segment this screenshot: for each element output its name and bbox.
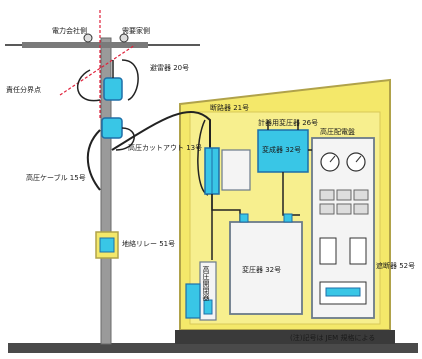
ground-relay-inner xyxy=(99,237,115,253)
responsibility-boundary-diagonal xyxy=(59,44,136,96)
utility-pole xyxy=(100,37,112,345)
cutout-wire xyxy=(115,127,135,151)
label-disconnector: 断路器 21号 xyxy=(210,103,249,112)
voltmeter-needle xyxy=(329,155,336,163)
transformer-bushing-2 xyxy=(283,213,293,223)
transformer-bushing-1 xyxy=(239,213,249,223)
label-service-drop: 電力会社側 xyxy=(52,26,87,35)
pole-cross-arm xyxy=(22,42,148,48)
meter-slot xyxy=(336,189,352,201)
main-transformer-icon xyxy=(229,221,303,315)
label-meter-board: 高圧配電盤 xyxy=(320,127,355,136)
label-cutout-switch: 高圧カットアウト 13号 xyxy=(128,143,202,152)
cable-down-pole xyxy=(86,129,101,191)
small-relay-inner xyxy=(203,299,213,315)
meter-slot xyxy=(353,203,369,215)
label-breaker: 遮断器 52号 xyxy=(376,261,415,270)
cutout-switch-icon xyxy=(101,117,123,139)
label-ground-relay: 地絡リレー 51号 xyxy=(122,239,175,248)
label-branch-point: 責任分界点 xyxy=(6,85,41,94)
label-cable: 高圧ケーブル 15号 xyxy=(26,173,86,182)
pole-meter-icon xyxy=(185,283,201,319)
breaker-switch-icon xyxy=(349,237,367,265)
meter-slot xyxy=(353,189,369,201)
feeder-wire-3 xyxy=(282,172,300,216)
vt-box-icon xyxy=(257,129,309,173)
entrance-cable xyxy=(111,110,211,151)
panel-display-inner xyxy=(325,287,361,297)
label-transformer-box: 変成器 32号 xyxy=(262,145,301,154)
cable-to-pole xyxy=(76,69,101,102)
breaker-switch-icon xyxy=(319,237,337,265)
insulator-icon xyxy=(119,33,129,43)
label-lightning-arrester: 避雷器 20号 xyxy=(150,63,189,72)
ground-strip-base xyxy=(175,330,395,344)
arrester-wire-loop xyxy=(121,59,139,101)
ground-strip xyxy=(8,343,418,353)
label-switch-vertical: 高圧開閉器 xyxy=(202,265,210,302)
meter-slot xyxy=(336,203,352,215)
meter-slot xyxy=(319,203,335,215)
insulator-icon xyxy=(83,33,93,43)
switchgear-box xyxy=(221,149,251,191)
label-bottom-caption: (注)記号は JEM 規格による xyxy=(290,333,375,342)
label-main-transformer: 変圧器 32号 xyxy=(242,265,281,274)
label-vt: 計器用変圧器 26号 xyxy=(258,118,318,127)
lightning-arrester-icon xyxy=(103,77,123,101)
label-customer-side: 需要家側 xyxy=(122,26,150,35)
ammeter-needle xyxy=(355,155,362,163)
meter-slot xyxy=(319,189,335,201)
